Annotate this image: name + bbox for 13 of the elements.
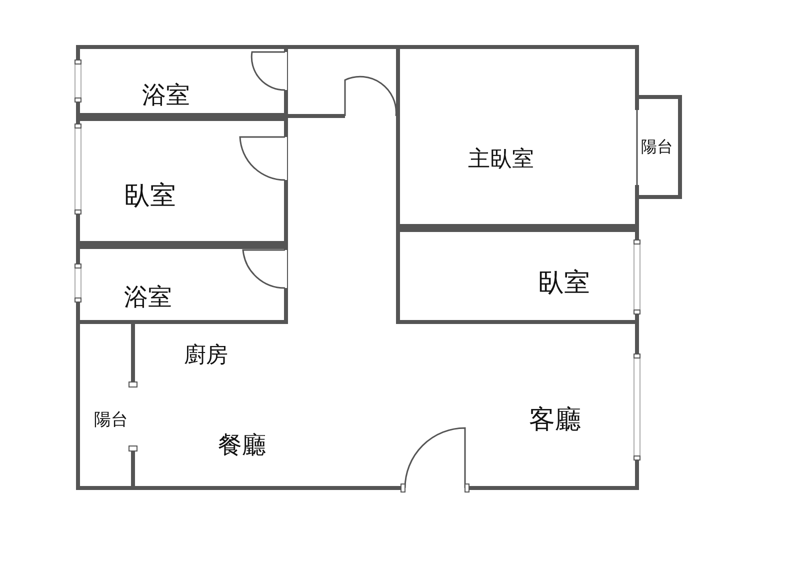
room-outline: [76, 245, 288, 324]
room-label: 餐廳: [218, 433, 266, 457]
balcony-room: [639, 95, 682, 199]
room-label: 臥室: [538, 270, 590, 296]
room-label: 客廳: [529, 407, 581, 433]
room-label: 浴室: [124, 285, 172, 309]
room-label: 陽台: [94, 412, 128, 429]
room-label: 主臥室: [468, 149, 534, 171]
room-label: 浴室: [142, 83, 190, 107]
room-label: 陽台: [641, 139, 673, 155]
room-outline: [396, 228, 639, 324]
room-label: 臥室: [124, 183, 176, 209]
room-label: 廚房: [184, 345, 228, 367]
